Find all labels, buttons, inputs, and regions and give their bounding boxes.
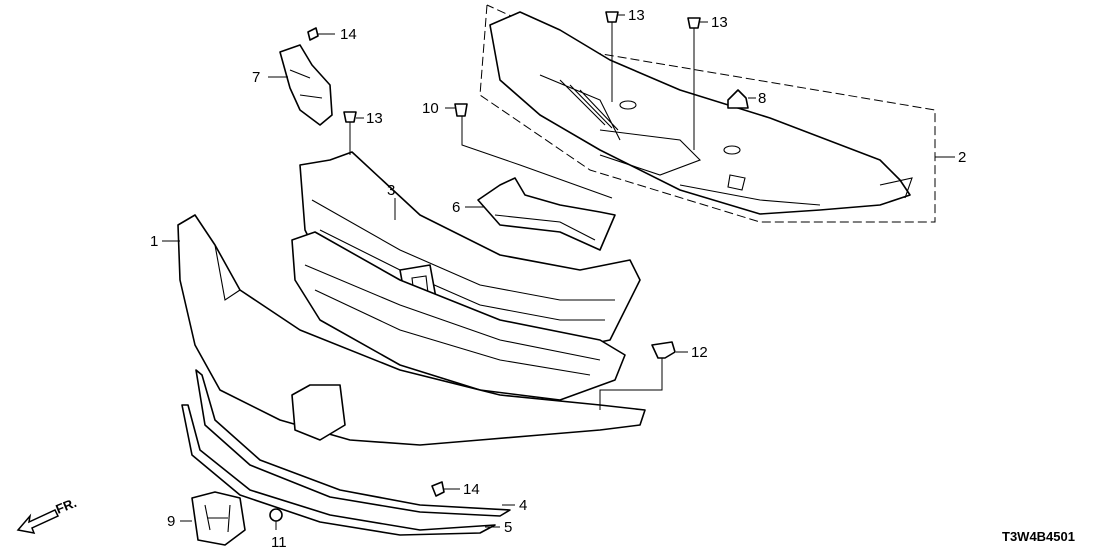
- front-direction-label: FR.: [54, 495, 79, 517]
- diagram-code: T3W4B4501: [1002, 529, 1075, 544]
- callout-13: 13: [366, 110, 383, 127]
- part-7-bracket: [279, 44, 333, 126]
- callout-7: 7: [252, 69, 260, 86]
- callout-13: 13: [628, 7, 645, 24]
- callout-14: 14: [463, 481, 480, 498]
- callout-9: 9: [167, 513, 175, 530]
- callout-2: 2: [958, 149, 966, 166]
- part-12-clip: [651, 341, 676, 359]
- part-1-front-bumper: [177, 214, 646, 446]
- part-2-group-boundary: [479, 4, 936, 223]
- callout-8: 8: [758, 90, 766, 107]
- callout-10: 10: [422, 100, 439, 117]
- callout-12: 12: [691, 344, 708, 361]
- callout-11: 11: [271, 534, 287, 551]
- front-direction-arrow-icon: [16, 509, 60, 534]
- part-8-clip: [727, 89, 749, 109]
- callout-13: 13: [711, 14, 728, 31]
- part-4-molding-strip: [195, 369, 511, 517]
- fasteners: [307, 11, 701, 497]
- part-11-washer: [269, 508, 283, 522]
- callout-4: 4: [519, 497, 527, 514]
- part-6-bracket: [477, 177, 616, 251]
- part-5-lower-strip: [181, 404, 496, 536]
- callout-1: 1: [150, 233, 158, 250]
- callout-6: 6: [452, 199, 460, 216]
- part-2-upper-cover: [489, 11, 913, 215]
- callout-3: 3: [387, 182, 395, 199]
- callout-14: 14: [340, 26, 357, 43]
- callout-5: 5: [504, 519, 512, 536]
- grille-lower-assembly: [291, 231, 626, 401]
- leader-lines: [162, 14, 955, 530]
- part-9-emblem: [191, 491, 246, 546]
